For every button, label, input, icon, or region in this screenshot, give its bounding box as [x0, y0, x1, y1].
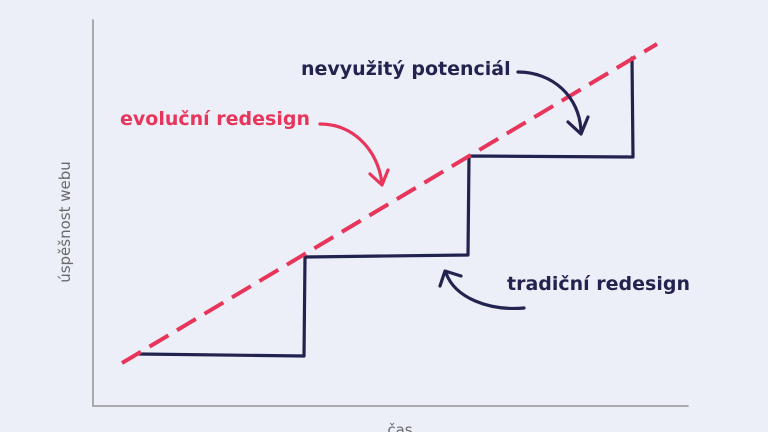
evolution-redesign-dashed-line: [120, 42, 659, 365]
traditional-redesign-staircase: [137, 56, 635, 358]
traditional-redesign-arrow-icon: [438, 269, 526, 311]
x-axis-label: čas: [387, 421, 412, 432]
unused-potential-arrow-icon: [516, 70, 590, 136]
y-axis-label: úspěšnost webu: [56, 161, 74, 283]
traditional-redesign-label: tradiční redesign: [507, 273, 690, 295]
unused-potential-label: nevyužitý potenciál: [301, 58, 511, 80]
evolution-arrow-icon: [318, 122, 390, 187]
evolution-redesign-label: evoluční redesign: [120, 108, 310, 130]
